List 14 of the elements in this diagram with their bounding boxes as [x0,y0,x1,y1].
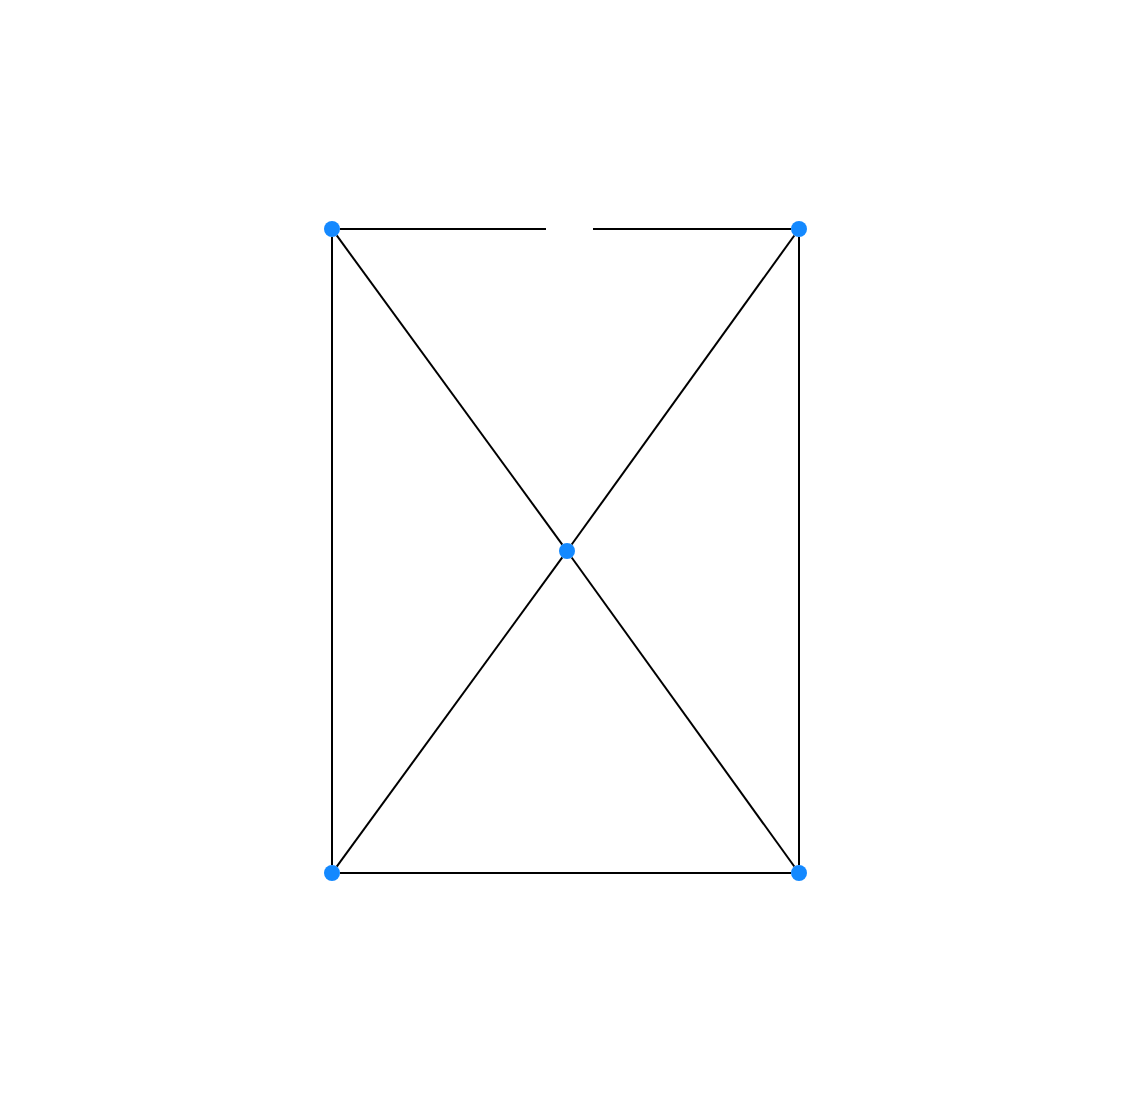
node-dot [324,865,340,881]
connector-line [570,234,796,546]
connector-line [592,228,792,230]
connector-line [798,236,800,866]
node-dot [559,543,575,559]
connector-line [339,872,792,874]
node-dot [791,221,807,237]
node-dot [324,221,340,237]
connector-line [339,228,547,230]
node-dot [791,865,807,881]
connector-line [570,556,796,868]
connector-line [335,556,564,868]
connector-line [335,234,564,546]
connector-line [331,236,333,866]
